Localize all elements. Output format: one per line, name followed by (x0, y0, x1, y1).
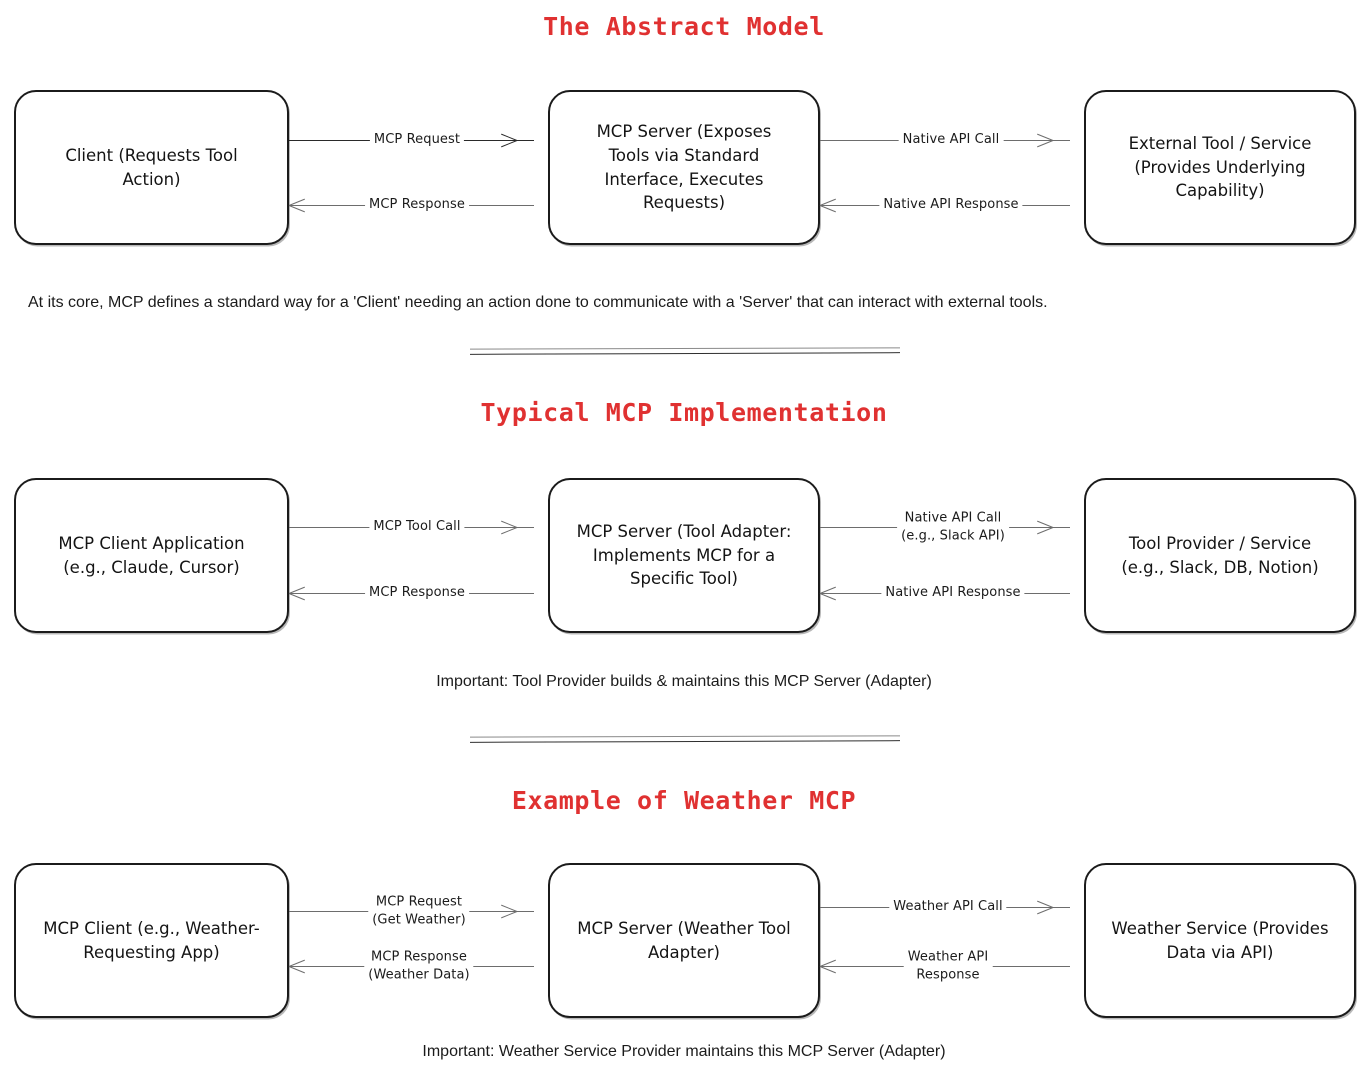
divider-line-upper-2 (469, 735, 901, 738)
edge-label-client-to-server-2: MCP Tool Call (369, 518, 465, 536)
node-client[interactable]: Client (Requests Tool Action) (14, 90, 289, 245)
node-mcp-client-application-label: MCP Client Application (e.g., Claude, Cu… (58, 533, 245, 577)
edge-label-weather-client-to-server: MCP Request (Get Weather) (368, 893, 470, 929)
node-weather-server[interactable]: MCP Server (Weather Tool Adapter) (548, 863, 820, 1018)
section-title-abstract-model: The Abstract Model (543, 12, 825, 41)
node-client-label: Client (Requests Tool Action) (65, 145, 238, 189)
node-mcp-client-application[interactable]: MCP Client Application (e.g., Claude, Cu… (14, 478, 289, 633)
edge-label-weather-service-to-server: Weather API Response (903, 948, 993, 984)
node-mcp-server-label: MCP Server (Exposes Tools via Standard I… (596, 121, 772, 213)
node-weather-service[interactable]: Weather Service (Provides Data via API) (1084, 863, 1356, 1018)
node-mcp-server[interactable]: MCP Server (Exposes Tools via Standard I… (548, 90, 820, 245)
section-title-typical-implementation: Typical MCP Implementation (480, 398, 888, 427)
node-mcp-server-adapter[interactable]: MCP Server (Tool Adapter: Implements MCP… (548, 478, 820, 633)
edge-label-server-to-client-2: MCP Response (365, 584, 469, 602)
divider-line-upper (469, 347, 901, 350)
node-tool-provider[interactable]: Tool Provider / Service (e.g., Slack, DB… (1084, 478, 1356, 633)
node-weather-client[interactable]: MCP Client (e.g., Weather- Requesting Ap… (14, 863, 289, 1018)
divider-line-lower-2 (469, 740, 901, 743)
node-external-tool-label: External Tool / Service (Provides Underl… (1128, 133, 1312, 201)
section-divider-2 (469, 735, 901, 745)
node-tool-provider-label: Tool Provider / Service (e.g., Slack, DB… (1121, 533, 1319, 577)
edge-label-client-to-server: MCP Request (369, 131, 465, 149)
edge-label-weather-server-to-service: Weather API Call (889, 898, 1007, 916)
node-mcp-server-adapter-label: MCP Server (Tool Adapter: Implements MCP… (576, 521, 792, 589)
node-weather-service-label: Weather Service (Provides Data via API) (1111, 918, 1329, 962)
divider-line-lower (469, 352, 901, 355)
node-weather-client-label: MCP Client (e.g., Weather- Requesting Ap… (43, 918, 260, 962)
node-external-tool[interactable]: External Tool / Service (Provides Underl… (1084, 90, 1356, 245)
section-title-weather-example: Example of Weather MCP (511, 786, 857, 815)
edge-label-server-to-external: Native API Call (898, 131, 1004, 149)
edge-label-server-to-client: MCP Response (365, 196, 469, 214)
node-weather-server-label: MCP Server (Weather Tool Adapter) (577, 918, 791, 962)
edge-label-server-to-provider: Native API Call (e.g., Slack API) (897, 509, 1009, 545)
edge-label-weather-server-to-client: MCP Response (Weather Data) (364, 948, 474, 984)
edge-label-provider-to-server: Native API Response (881, 584, 1025, 602)
caption-abstract-model: At its core, MCP defines a standard way … (28, 294, 1048, 311)
caption-typical-implementation: Important: Tool Provider builds & mainta… (436, 673, 932, 690)
edge-label-external-to-server: Native API Response (879, 196, 1023, 214)
caption-weather-example: Important: Weather Service Provider main… (422, 1043, 946, 1060)
section-divider-1 (469, 347, 901, 357)
